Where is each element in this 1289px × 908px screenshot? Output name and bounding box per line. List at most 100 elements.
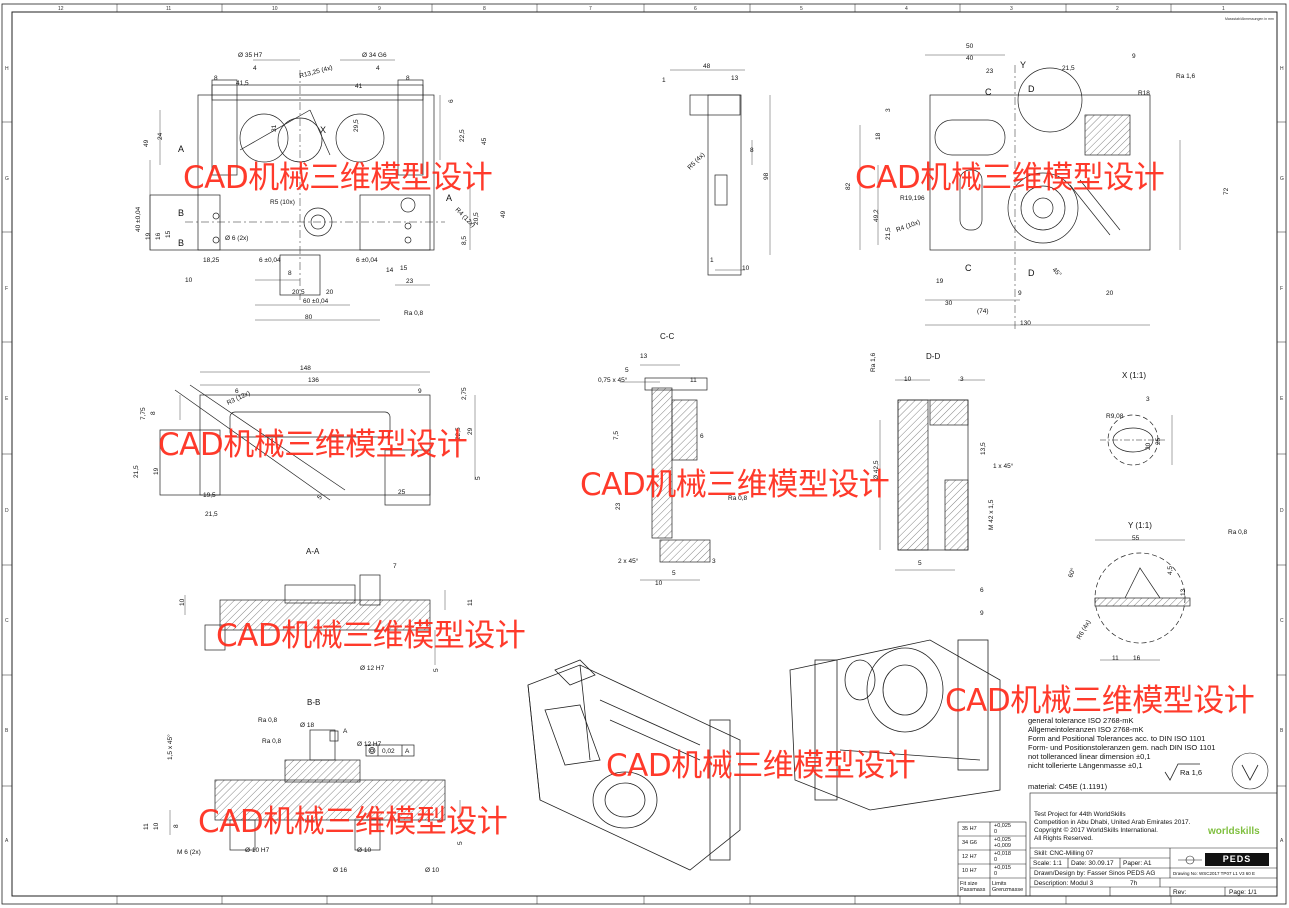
- general-tolerance-note-de: Allgemeintoleranzen ISO 2768-mK: [1028, 725, 1144, 734]
- dim: 23: [986, 68, 994, 75]
- section-marker: A: [178, 144, 184, 154]
- dd-hatch-l: [897, 399, 929, 551]
- dim: M 42 x 1,5: [988, 499, 995, 530]
- fit-lower: 0: [994, 829, 998, 835]
- bb-top: [284, 759, 361, 783]
- dim: 19: [145, 232, 152, 240]
- watermark: CAD机械三维模型设计: [606, 748, 916, 784]
- row-label: E: [5, 396, 9, 402]
- skill-field: Skill: CNC-Milling 07: [1034, 850, 1094, 857]
- dim: 130: [1020, 320, 1031, 327]
- time-field: 7h: [1130, 880, 1138, 887]
- aa-body: [219, 599, 431, 631]
- dim: 15: [400, 265, 408, 272]
- iso-left-bolt: [554, 659, 596, 686]
- us-left: [159, 429, 221, 496]
- section-marker: Y: [1020, 60, 1026, 70]
- dd-dims: D-D Ra 1,6 10 3 Ø 42,5 13,5 1 x 45° M 42…: [870, 352, 1014, 617]
- dim: Ra 1,6: [870, 352, 877, 372]
- iso-left-peg: [709, 719, 731, 861]
- dim: Ra 0,8: [404, 310, 424, 317]
- cc-wall: [651, 387, 673, 539]
- cc-flange: [671, 399, 698, 461]
- y-plate: [1094, 597, 1191, 607]
- dim: R5 (10x): [270, 199, 295, 206]
- section-marker: B: [178, 238, 184, 248]
- row-label: C: [1280, 618, 1284, 624]
- dim: 4: [376, 65, 380, 72]
- dim: 5: [672, 570, 676, 577]
- dim: 2 x 45°: [618, 557, 639, 565]
- dim: 22,5: [455, 427, 462, 440]
- dim: 23: [406, 278, 414, 285]
- dim: 23: [615, 502, 622, 510]
- dim: 20: [1145, 442, 1152, 450]
- drawing-number: Drawing No: WSC2017 TP07 L1 V3 60 E: [1173, 871, 1255, 876]
- dim: 5: [316, 494, 324, 502]
- dim: 21,5: [205, 511, 218, 518]
- project-line: Competition in Abu Dhabi, United Arab Em…: [1034, 819, 1191, 826]
- fit-table: [957, 821, 1027, 897]
- front-left-lug: [149, 194, 221, 251]
- copyright-line: Copyright © 2017 WorldSkills Internation…: [1034, 827, 1158, 834]
- dim: Ra 0,8: [262, 738, 282, 745]
- col-label: 11: [166, 6, 171, 12]
- underside-view: [159, 371, 476, 506]
- dim: 9: [1018, 290, 1022, 297]
- watermark: CAD机械三维模型设计: [158, 427, 468, 463]
- fit-upper: +0,025: [994, 823, 1011, 829]
- col-label: 8: [483, 6, 486, 12]
- col-label: 3: [1010, 6, 1013, 12]
- cc-top: [644, 377, 708, 391]
- col-label: 10: [272, 6, 278, 12]
- col-label: 6: [694, 6, 697, 12]
- dim: 6 ±0,04: [356, 257, 378, 264]
- dim: (74): [977, 308, 989, 315]
- dim: 24: [157, 132, 164, 140]
- drawn-by-field: Drawn/Design by: Fasser Sinos PEDS AG: [1034, 870, 1156, 877]
- tr-slot-v: [959, 169, 983, 231]
- col-label: 4: [905, 6, 908, 12]
- dim: 18,25: [203, 257, 220, 264]
- row-label: H: [1280, 66, 1284, 72]
- dim: 16: [155, 232, 162, 240]
- tr-top-circle: [1017, 67, 1083, 133]
- fit-upper: +0,018: [994, 851, 1011, 857]
- row-label: B: [1280, 728, 1284, 734]
- y-notch: [1124, 567, 1161, 599]
- dim: 9: [980, 610, 984, 617]
- section-marker: C: [985, 87, 992, 97]
- fit-upper: +0,025: [994, 837, 1011, 843]
- front-bore-right: [335, 113, 385, 163]
- front-stem: [279, 254, 321, 296]
- top-right-view: [859, 54, 1181, 330]
- border-labels: 12 11 10 9 8 7 6 5 4 3 2 1 H G F E D C B…: [5, 6, 1284, 844]
- dim: 3: [960, 376, 964, 383]
- dim: 10: [185, 277, 193, 284]
- front-bore-left: [239, 113, 289, 163]
- dim: Ra 0,8: [728, 495, 748, 502]
- us-outline: [199, 394, 431, 496]
- dim: 15: [165, 230, 172, 238]
- dim: Ø 34 G6: [362, 52, 387, 59]
- section-marker: B: [178, 208, 184, 218]
- watermark: CAD机械三维模型设计: [183, 160, 493, 196]
- dim: Ø 35 H7: [238, 52, 263, 59]
- section-title: Y (1:1): [1128, 521, 1152, 530]
- dim: 45°: [1051, 266, 1064, 279]
- col-label: 9: [378, 6, 381, 12]
- watermark: CAD机械三维模型设计: [216, 618, 526, 654]
- dim: 5: [433, 668, 440, 672]
- dim: 10: [904, 376, 912, 383]
- dim: 13: [640, 353, 648, 360]
- detail-marker: X: [320, 125, 326, 135]
- fit-lower: 0: [994, 857, 998, 863]
- rev-field: Rev:: [1173, 889, 1187, 896]
- dim: 1,5 x 45°: [166, 734, 174, 760]
- dim: 5: [625, 367, 629, 374]
- dim: 7,75: [140, 407, 147, 420]
- dim: 13,5: [980, 442, 987, 455]
- row-label: G: [1280, 176, 1284, 182]
- dim: 9: [1132, 53, 1136, 60]
- linear-tolerance-note-de: nicht tollerierte Längenmasse ±0,1: [1028, 761, 1143, 770]
